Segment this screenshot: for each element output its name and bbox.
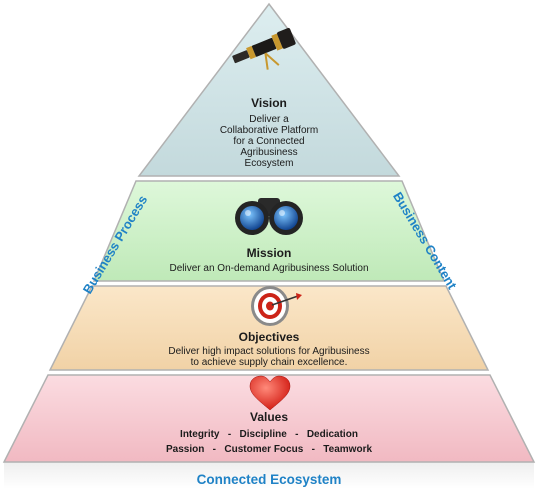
- vision-line: Deliver a: [249, 114, 289, 125]
- objectives-line: Deliver high impact solutions for Agribu…: [168, 346, 370, 357]
- vision-line: for a Connected: [233, 136, 305, 147]
- target-icon: [251, 286, 302, 326]
- vision-text: Deliver a Collaborative Platform for a C…: [194, 114, 344, 169]
- values-tier: [2, 374, 536, 463]
- vision-line: Collaborative Platform: [219, 125, 319, 136]
- value-item: Integrity: [180, 429, 220, 440]
- heart-icon: [249, 375, 291, 411]
- objectives-line: to achieve supply chain excellence.: [190, 357, 348, 368]
- telescope-icon: [232, 27, 296, 70]
- value-separator: -: [212, 444, 217, 455]
- value-item: Dedication: [306, 429, 358, 440]
- mission-tier: [92, 180, 446, 282]
- values-row-1: Integrity - Discipline - Dedication: [119, 429, 419, 440]
- objectives-text: Deliver high impact solutions for Agribu…: [129, 346, 409, 368]
- objectives-tier: [48, 285, 490, 371]
- vision-line: Ecosystem: [244, 158, 294, 169]
- value-separator: -: [295, 429, 299, 440]
- value-item: Customer Focus: [224, 444, 304, 455]
- connected-ecosystem-label: Connected Ecosystem: [196, 472, 342, 487]
- value-separator: -: [227, 429, 232, 440]
- value-item: Discipline: [239, 429, 287, 440]
- mission-title: Mission: [246, 246, 292, 260]
- value-item: Passion: [165, 444, 205, 455]
- values-row-2: Passion - Customer Focus - Teamwork: [109, 444, 429, 455]
- objectives-title: Objectives: [238, 330, 300, 344]
- vision-line: Agribusiness: [240, 147, 298, 158]
- mission-text: Deliver an On-demand Agribusiness Soluti…: [169, 263, 369, 274]
- binoculars-icon: [235, 198, 303, 235]
- value-separator: -: [311, 444, 315, 455]
- values-title: Values: [249, 410, 289, 424]
- vision-title: Vision: [251, 96, 287, 110]
- vision-tier: [137, 2, 401, 177]
- value-item: Teamwork: [323, 444, 373, 455]
